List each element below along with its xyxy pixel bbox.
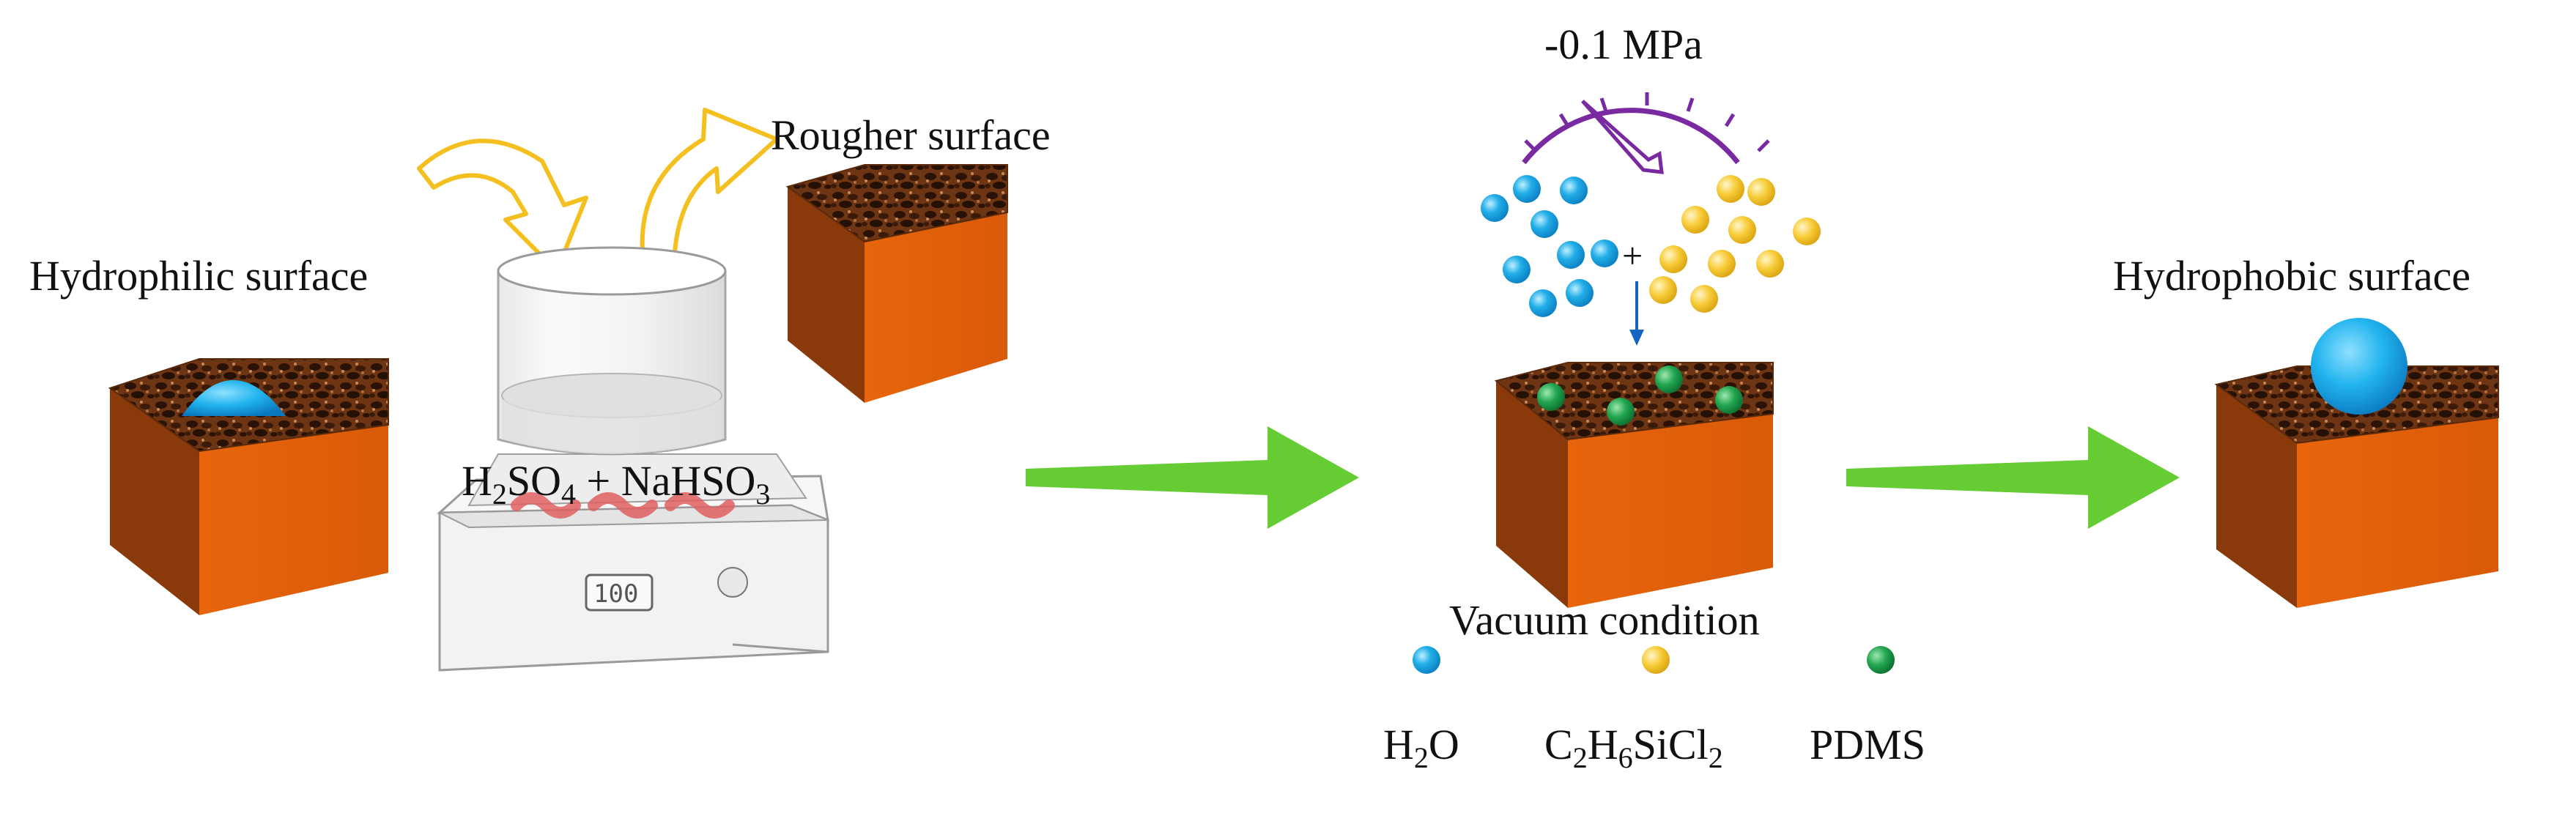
process-arrow-icon (1846, 426, 2180, 529)
silane-molecule (1717, 175, 1744, 203)
silane-molecule (1681, 206, 1709, 234)
knob-icon (717, 567, 748, 598)
water-droplet-flat (182, 380, 286, 416)
water-molecule (1531, 210, 1558, 238)
legend-silane-marker (1642, 646, 1670, 674)
pdms-molecule (1655, 365, 1683, 393)
pdms-molecule (1607, 398, 1635, 426)
cube-hydrophilic (108, 358, 389, 615)
legend-water-label: H2O (1383, 721, 1459, 774)
pdms-molecule (1715, 386, 1743, 414)
vacuum-label: Vacuum condition (1449, 596, 1760, 644)
cube-hydrophobic (2214, 318, 2499, 608)
pressure-gauge-icon (1522, 92, 1770, 174)
silane-molecule (1728, 216, 1756, 244)
down-arrow-icon (1629, 281, 1644, 346)
silane-molecule (1690, 285, 1718, 313)
silane-molecule (1708, 250, 1736, 278)
silane-molecule (1793, 218, 1821, 245)
water-molecule (1503, 256, 1531, 283)
curved-arrow-up-icon (640, 108, 779, 273)
water-molecule (1513, 175, 1541, 203)
silane-molecule (1649, 276, 1677, 304)
legend-pdms-marker (1867, 646, 1895, 674)
silane-molecule (1747, 178, 1775, 206)
cube-rougher (785, 164, 1008, 403)
hydrophilic-label: Hydrophilic surface (29, 252, 369, 300)
process-arrow-icon (1026, 426, 1359, 529)
reagent-formula: H2SO4 + NaHSO3 (462, 457, 771, 511)
plus-sign: + (1622, 235, 1643, 276)
curved-arrow-down-icon (417, 138, 588, 273)
water-droplet-sphere (2311, 318, 2407, 415)
water-molecule (1481, 194, 1509, 222)
legend-silane-label: C2H6SiCl2 (1544, 721, 1723, 774)
water-molecule (1529, 289, 1557, 317)
legend-pdms-label: PDMS (1810, 721, 1925, 768)
hotplate: 100 (436, 453, 829, 672)
pressure-label: -0.1 MPa (1544, 21, 1703, 68)
display-readout: 100 (593, 579, 638, 609)
legend-water-marker (1413, 646, 1440, 674)
pdms-molecule (1537, 383, 1565, 411)
water-molecule (1591, 240, 1618, 267)
water-molecule (1560, 177, 1588, 204)
silane-molecule (1659, 245, 1687, 273)
legend-markers (1413, 646, 1895, 674)
hydrophobic-label: Hydrophobic surface (2113, 252, 2470, 300)
cube-coating (1494, 362, 1774, 608)
water-molecules (1481, 175, 1618, 317)
rougher-label: Rougher surface (771, 111, 1051, 159)
water-molecule (1557, 241, 1585, 269)
heat-waves-icon (511, 492, 735, 519)
silane-molecules (1649, 175, 1821, 313)
water-molecule (1566, 279, 1594, 307)
beaker (497, 246, 727, 456)
silane-molecule (1756, 250, 1784, 278)
curved-arrows (417, 108, 779, 273)
display-window (585, 573, 654, 612)
pdms-molecules (1537, 365, 1743, 426)
